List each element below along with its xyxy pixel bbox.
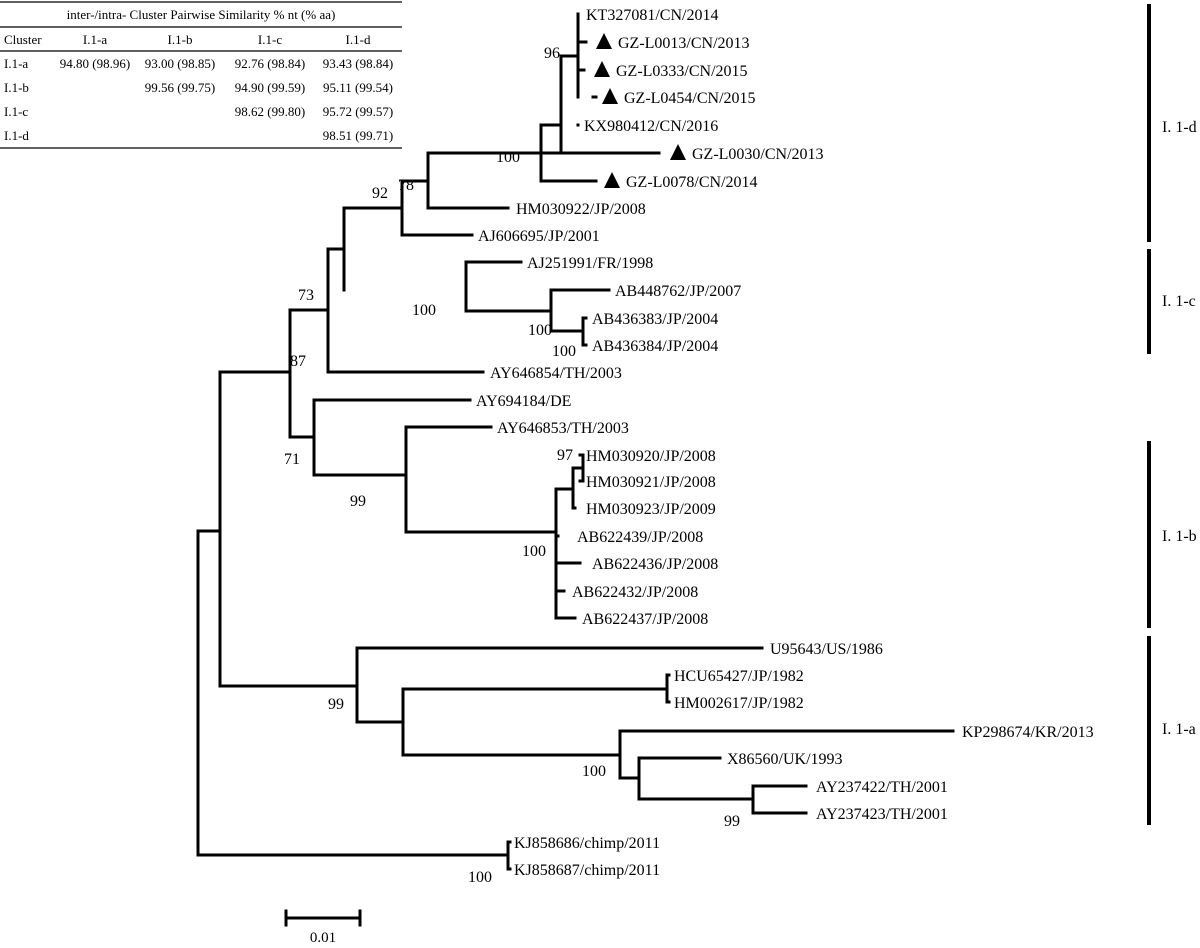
- table-header-i1b: I.1-b: [168, 32, 193, 47]
- bootstrap-value: 96: [544, 45, 560, 62]
- triangle-marker-icon: [594, 61, 610, 77]
- table-cell: 94.90 (99.59): [235, 80, 305, 95]
- taxon-label: AB622437/JP/2008: [582, 611, 708, 628]
- table-cell: 93.43 (98.84): [323, 56, 393, 71]
- scale-bar: 0.01: [284, 909, 362, 946]
- bootstrap-value: 100: [522, 543, 546, 560]
- table-cell: 99.56 (99.75): [145, 80, 215, 95]
- taxon-label: GZ-L0030/CN/2013: [692, 146, 824, 163]
- bootstrap-value: 100: [582, 763, 606, 780]
- cluster-label: I. 1-b: [1162, 528, 1197, 545]
- taxon-label: AY646853/TH/2003: [497, 420, 629, 437]
- bootstrap-value: 99: [350, 493, 366, 510]
- bootstrap-value: 71: [284, 451, 300, 468]
- triangle-marker-icon: [670, 144, 686, 160]
- table-header-i1c: I.1-c: [258, 32, 282, 47]
- table-header-i1d: I.1-d: [346, 32, 371, 47]
- cluster-label: I. 1-c: [1162, 293, 1196, 310]
- bootstrap-values: 9610078921001007387719997100100991009910…: [284, 45, 740, 886]
- taxon-label: AY694184/DE: [476, 393, 571, 410]
- taxon-label: GZ-L0454/CN/2015: [624, 90, 756, 107]
- taxon-label: U95643/US/1986: [770, 641, 883, 658]
- taxon-label: HCU65427/JP/1982: [674, 668, 804, 685]
- taxon-label: GZ-L0078/CN/2014: [626, 174, 758, 191]
- table-cell: 94.80 (98.96): [60, 56, 130, 71]
- bootstrap-value: 100: [412, 302, 436, 319]
- scale-bar-label: 0.01: [310, 930, 336, 946]
- bootstrap-value: 78: [398, 177, 414, 194]
- triangle-marker-icon: [596, 33, 612, 49]
- similarity-table: inter-/intra- Cluster Pairwise Similarit…: [0, 1, 402, 149]
- taxon-label: HM030921/JP/2008: [586, 474, 716, 491]
- taxon-label: GZ-L0333/CN/2015: [616, 63, 748, 80]
- leaf-labels: KT327081/CN/2014GZ-L0013/CN/2013GZ-L0333…: [476, 7, 1094, 879]
- taxon-label: AB622436/JP/2008: [592, 556, 718, 573]
- table-cell: 98.51 (99.71): [323, 128, 393, 143]
- taxon-label: HM002617/JP/1982: [674, 695, 804, 712]
- taxon-label: AY237423/TH/2001: [816, 806, 948, 823]
- bootstrap-value: 99: [328, 696, 344, 713]
- taxon-label: AY646854/TH/2003: [490, 365, 622, 382]
- triangle-marker-icon: [604, 172, 620, 188]
- bootstrap-value: 100: [528, 322, 552, 339]
- table-header-i1a: I.1-a: [83, 32, 107, 47]
- table-cell: 95.72 (99.57): [323, 104, 393, 119]
- taxon-label: KX980412/CN/2016: [584, 118, 718, 135]
- table-row-label: I.1-c: [4, 104, 28, 119]
- taxon-label: X86560/UK/1993: [727, 751, 843, 768]
- bootstrap-value: 99: [724, 813, 740, 830]
- taxon-label: AB622439/JP/2008: [577, 529, 703, 546]
- taxon-label: KT327081/CN/2014: [586, 7, 718, 24]
- bootstrap-value: 100: [552, 343, 576, 360]
- tree-branches: [196, 12, 955, 871]
- taxon-label: AB622432/JP/2008: [572, 584, 698, 601]
- table-row-label: I.1-d: [4, 128, 29, 143]
- table-row-label: I.1-a: [4, 56, 28, 71]
- bootstrap-value: 100: [496, 149, 520, 166]
- table-title: inter-/intra- Cluster Pairwise Similarit…: [67, 7, 336, 22]
- taxon-label: HM030920/JP/2008: [586, 448, 716, 465]
- taxon-label: KP298674/KR/2013: [962, 724, 1094, 741]
- taxon-label: KJ858686/chimp/2011: [514, 835, 660, 852]
- taxon-label: AJ251991/FR/1998: [527, 255, 653, 272]
- taxon-label: KJ858687/chimp/2011: [514, 862, 660, 879]
- cluster-brackets: I. 1-d I. 1-c I. 1-b I. 1-a: [1147, 4, 1197, 825]
- taxon-label: GZ-L0013/CN/2013: [618, 35, 750, 52]
- taxon-label: HM030923/JP/2009: [586, 501, 716, 518]
- cluster-label: I. 1-a: [1162, 721, 1196, 738]
- taxon-label: AJ606695/JP/2001: [478, 228, 600, 245]
- bootstrap-value: 97: [557, 447, 573, 464]
- bootstrap-value: 73: [298, 287, 314, 304]
- taxon-label: AB436384/JP/2004: [592, 338, 718, 355]
- taxon-label: AY237422/TH/2001: [816, 779, 948, 796]
- table-row-label: I.1-b: [4, 80, 29, 95]
- taxon-label: HM030922/JP/2008: [516, 201, 646, 218]
- taxon-label: AB448762/JP/2007: [615, 283, 741, 300]
- table-cell: 98.62 (99.80): [235, 104, 305, 119]
- bootstrap-value: 92: [372, 185, 388, 202]
- bootstrap-value: 87: [290, 353, 306, 370]
- table-header-cluster: Cluster: [4, 32, 42, 47]
- table-cell: 95.11 (99.54): [323, 80, 393, 95]
- table-cell: 93.00 (98.85): [145, 56, 215, 71]
- triangle-marker-icon: [602, 88, 618, 104]
- taxon-label: AB436383/JP/2004: [592, 311, 718, 328]
- bootstrap-value: 100: [468, 869, 492, 886]
- cluster-label: I. 1-d: [1162, 119, 1197, 136]
- table-cell: 92.76 (98.84): [235, 56, 305, 71]
